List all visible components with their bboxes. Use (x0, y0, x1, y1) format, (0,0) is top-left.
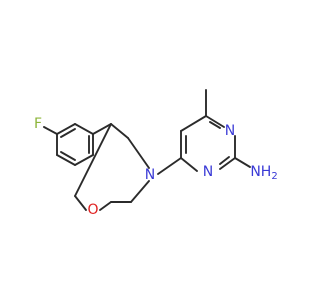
amine-nh-text: NH (250, 164, 271, 180)
bond-morph-c2-c2 (74, 123, 112, 197)
morpholine-nitrogen-label: N (145, 167, 155, 183)
bond-n-pyrimidine (157, 157, 182, 175)
bond-f-c (43, 126, 58, 135)
bond-morph-c3-n4 (127, 137, 150, 169)
bond-phenyl-double-1 (60, 128, 76, 138)
bond-phenyl-morpholine (92, 123, 112, 135)
pyrimidine-n3-label: N (203, 164, 213, 180)
oxygen-atom-label: O (87, 202, 98, 218)
bond-morph-o-c2 (74, 195, 87, 211)
bond-phenyl-5 (56, 154, 76, 166)
bond-pyr-double-3 (219, 156, 230, 165)
bond-pyr-c6-n1 (205, 115, 225, 128)
bond-morph-c6-o (99, 201, 112, 211)
bond-phenyl-2 (74, 123, 94, 135)
bond-morph-c2-c3 (110, 123, 129, 139)
bond-amine (234, 157, 251, 168)
bond-pyr-double-2 (209, 121, 221, 129)
pyrimidine-n1-label: N (225, 123, 235, 139)
fluorine-atom-label: F (34, 116, 42, 132)
molecule-structure-diagram: F O N N N NH2 (34, 89, 278, 218)
bond-pyr-c2-n3 (219, 157, 236, 170)
bond-pyr-c5-c6 (180, 115, 207, 132)
bond-phenyl-double-3 (60, 151, 76, 161)
bond-phenyl-1 (56, 123, 76, 135)
amine-subscript: 2 (271, 171, 277, 182)
bond-phenyl-4 (74, 154, 94, 166)
amine-label: NH2 (250, 164, 277, 182)
bond-layer (43, 89, 251, 211)
bond-morph-n4-c5 (130, 180, 150, 203)
atom-label-layer: F O N N N NH2 (34, 116, 278, 218)
bond-pyr-n3-c4 (180, 157, 198, 172)
